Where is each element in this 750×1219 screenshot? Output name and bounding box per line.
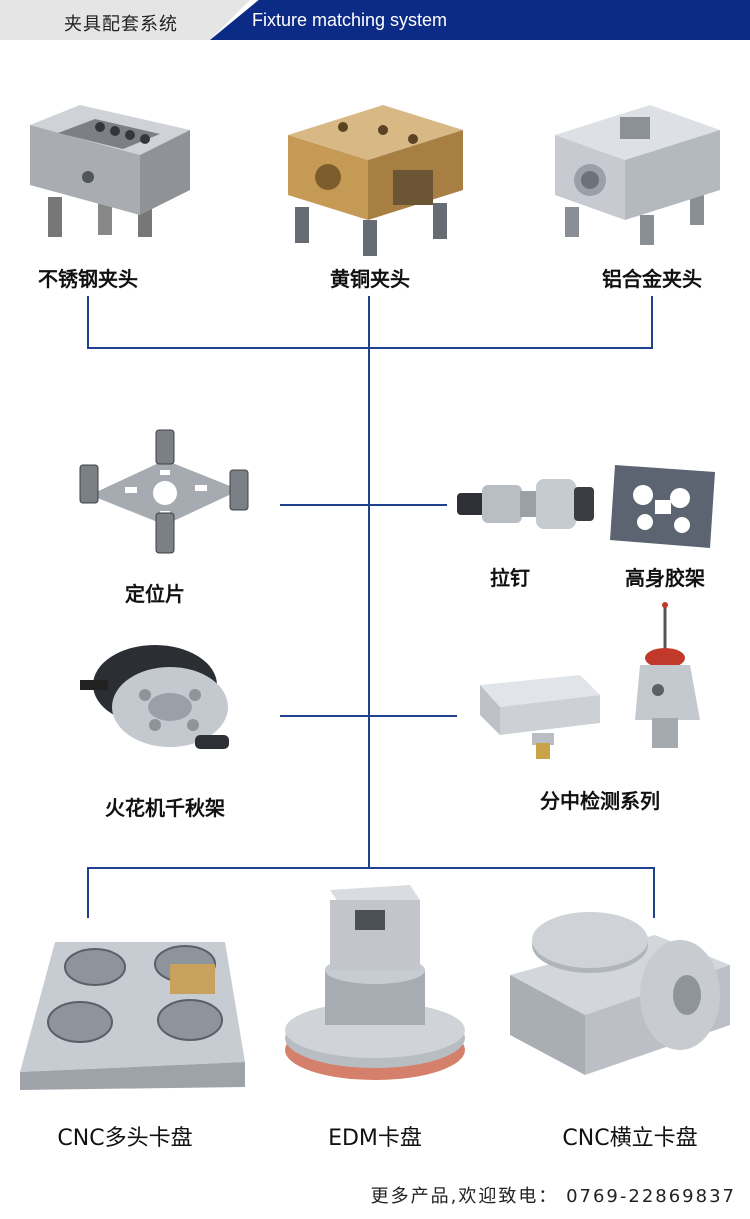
locating-plate-label: 定位片 [125, 582, 185, 606]
edm-chuck-image [285, 885, 465, 1080]
centering-block-image [480, 675, 600, 759]
aluminum-chuck-label: 铝合金夹头 [602, 267, 702, 291]
cnc-multi-head-chuck-image [20, 942, 245, 1090]
aluminum-chuck-image [555, 105, 720, 245]
header-gray-band [0, 0, 250, 40]
brass-chuck-label: 黄铜夹头 [330, 267, 410, 291]
brass-chuck-image [288, 105, 463, 256]
pull-stud-label: 拉钉 [490, 566, 530, 590]
locating-plate-image [79, 429, 249, 554]
edm-swing-frame-image [80, 645, 229, 749]
pull-stud-image [457, 479, 594, 529]
edm-chuck-label: EDM卡盘 [328, 1126, 422, 1151]
header-title-cn: 夹具配套系统 [64, 14, 178, 35]
edm-swing-frame-label: 火花机千秋架 [105, 796, 225, 820]
cnc-multi-head-chuck-label: CNC多头卡盘 [57, 1126, 193, 1151]
high-body-holder-image [610, 465, 715, 548]
cnc-horizontal-vertical-chuck-label: CNC横立卡盘 [562, 1126, 698, 1151]
footer-contact: 更多产品,欢迎致电： 0769-22869837 [370, 1186, 736, 1207]
probe-image [635, 602, 700, 748]
bottom-connector [87, 867, 655, 918]
header-blue-band [210, 0, 750, 40]
high-body-holder-label: 高身胶架 [625, 566, 705, 590]
header-title-en: Fixture matching system [252, 10, 448, 30]
stainless-chuck-image [30, 105, 190, 237]
stainless-chuck-label: 不锈钢夹头 [38, 267, 138, 291]
centering-probe-series-label: 分中检测系列 [540, 789, 660, 813]
cnc-horizontal-vertical-chuck-image [510, 912, 730, 1075]
header-banner: 夹具配套系统 Fixture matching system [0, 0, 750, 40]
